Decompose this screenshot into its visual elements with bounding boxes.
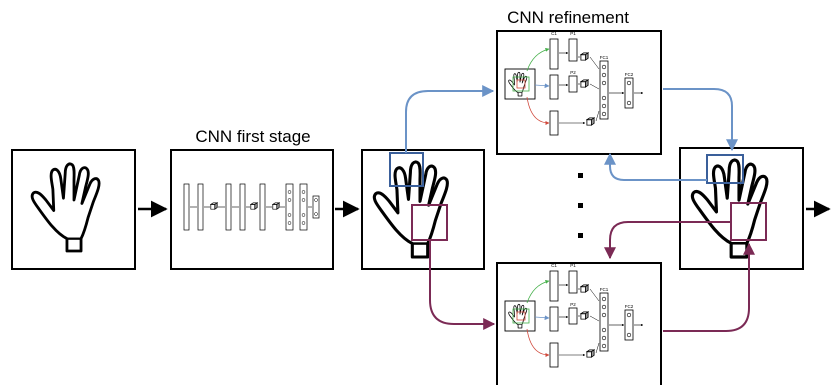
blue-flow-arrow-to-output bbox=[663, 88, 738, 152]
first-stage-title: CNN first stage bbox=[195, 127, 310, 146]
cube-icon bbox=[250, 202, 258, 210]
first-stage-network-box bbox=[170, 149, 334, 270]
refinement-network-top bbox=[496, 30, 662, 155]
coarse-estimate-box bbox=[361, 149, 485, 270]
cube-icon bbox=[210, 202, 218, 210]
refinement-network-bottom bbox=[496, 262, 662, 385]
blue-region-box bbox=[706, 154, 744, 184]
input-image-box bbox=[11, 149, 136, 270]
cube-icon bbox=[272, 202, 280, 210]
refined-output-box bbox=[679, 147, 804, 270]
purple-flow-feedback-arrow bbox=[604, 221, 731, 260]
vertical-ellipsis-icon bbox=[578, 173, 583, 238]
refinement-title: CNN refinement bbox=[507, 8, 629, 27]
purple-flow-arrow-to-refinement bbox=[429, 240, 496, 330]
blue-flow-feedback-arrow bbox=[604, 152, 707, 181]
purple-flow-arrow-to-output bbox=[663, 242, 755, 332]
blue-flow-arrow-to-refinement bbox=[405, 85, 495, 153]
